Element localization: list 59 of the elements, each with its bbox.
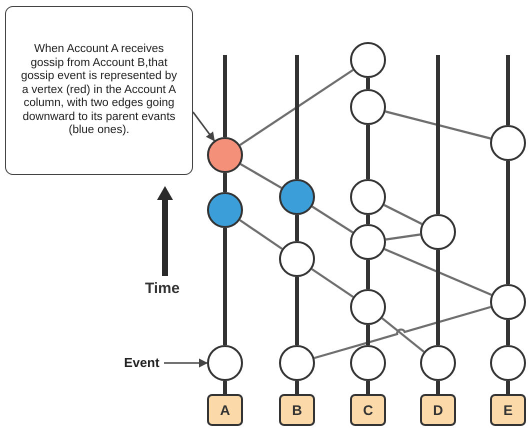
event-vertex (350, 42, 386, 78)
parent-edge (314, 306, 491, 360)
parent-edge (312, 206, 354, 234)
column-line (223, 55, 227, 137)
event-vertex (279, 241, 315, 277)
parent-edge (311, 268, 354, 298)
column-line (506, 55, 510, 125)
column-line (366, 78, 370, 89)
event-vertex (207, 345, 243, 381)
event-vertex (350, 89, 386, 125)
account-label: D (420, 394, 456, 426)
account-label: B (279, 394, 315, 426)
event-vertex (420, 345, 456, 381)
column-line (223, 228, 227, 345)
arrow (164, 358, 208, 368)
time-label: Time (145, 280, 180, 297)
parent-edge (385, 110, 491, 140)
account-label: E (490, 394, 526, 426)
column-line (506, 320, 510, 345)
event-vertex (490, 125, 526, 161)
column-line (295, 277, 299, 345)
event-vertex (279, 179, 315, 215)
parent-edge (384, 204, 422, 225)
event-vertex (420, 214, 456, 250)
parent-edge (384, 248, 492, 296)
column-line (295, 381, 299, 394)
event-vertex (350, 179, 386, 215)
event-vertex (207, 137, 243, 173)
column-line (366, 125, 370, 179)
callout-box: When Account A receives gossip from Account B,that gossip event is represented by a vertex (red) in the Account A column, with two edges going downward to its parent evants (blue ones). (5, 6, 193, 175)
column-line (366, 260, 370, 289)
column-line (366, 325, 370, 345)
event-vertex (350, 289, 386, 325)
column-line (506, 161, 510, 284)
column-line (295, 215, 299, 241)
column-line (223, 173, 227, 192)
event-vertex (279, 345, 315, 381)
column-line (506, 381, 510, 394)
column-line (366, 381, 370, 394)
column-line (295, 55, 299, 179)
event-label: Event (124, 355, 164, 371)
account-label: C (350, 394, 386, 426)
event-vertex (207, 192, 243, 228)
column-line (223, 381, 227, 394)
column-line (436, 381, 440, 394)
event-vertex (350, 224, 386, 260)
column-line (436, 55, 440, 214)
column-line (436, 250, 440, 345)
event-vertex (490, 284, 526, 320)
parent-edge (240, 163, 282, 189)
arrow (192, 112, 215, 142)
event-vertex (350, 345, 386, 381)
column-line (366, 215, 370, 224)
parent-edge (239, 219, 283, 250)
event-vertex (490, 345, 526, 381)
parent-edge (239, 69, 354, 146)
account-label: A (207, 394, 243, 426)
parent-edge (386, 233, 420, 241)
parent-edge (381, 317, 425, 353)
